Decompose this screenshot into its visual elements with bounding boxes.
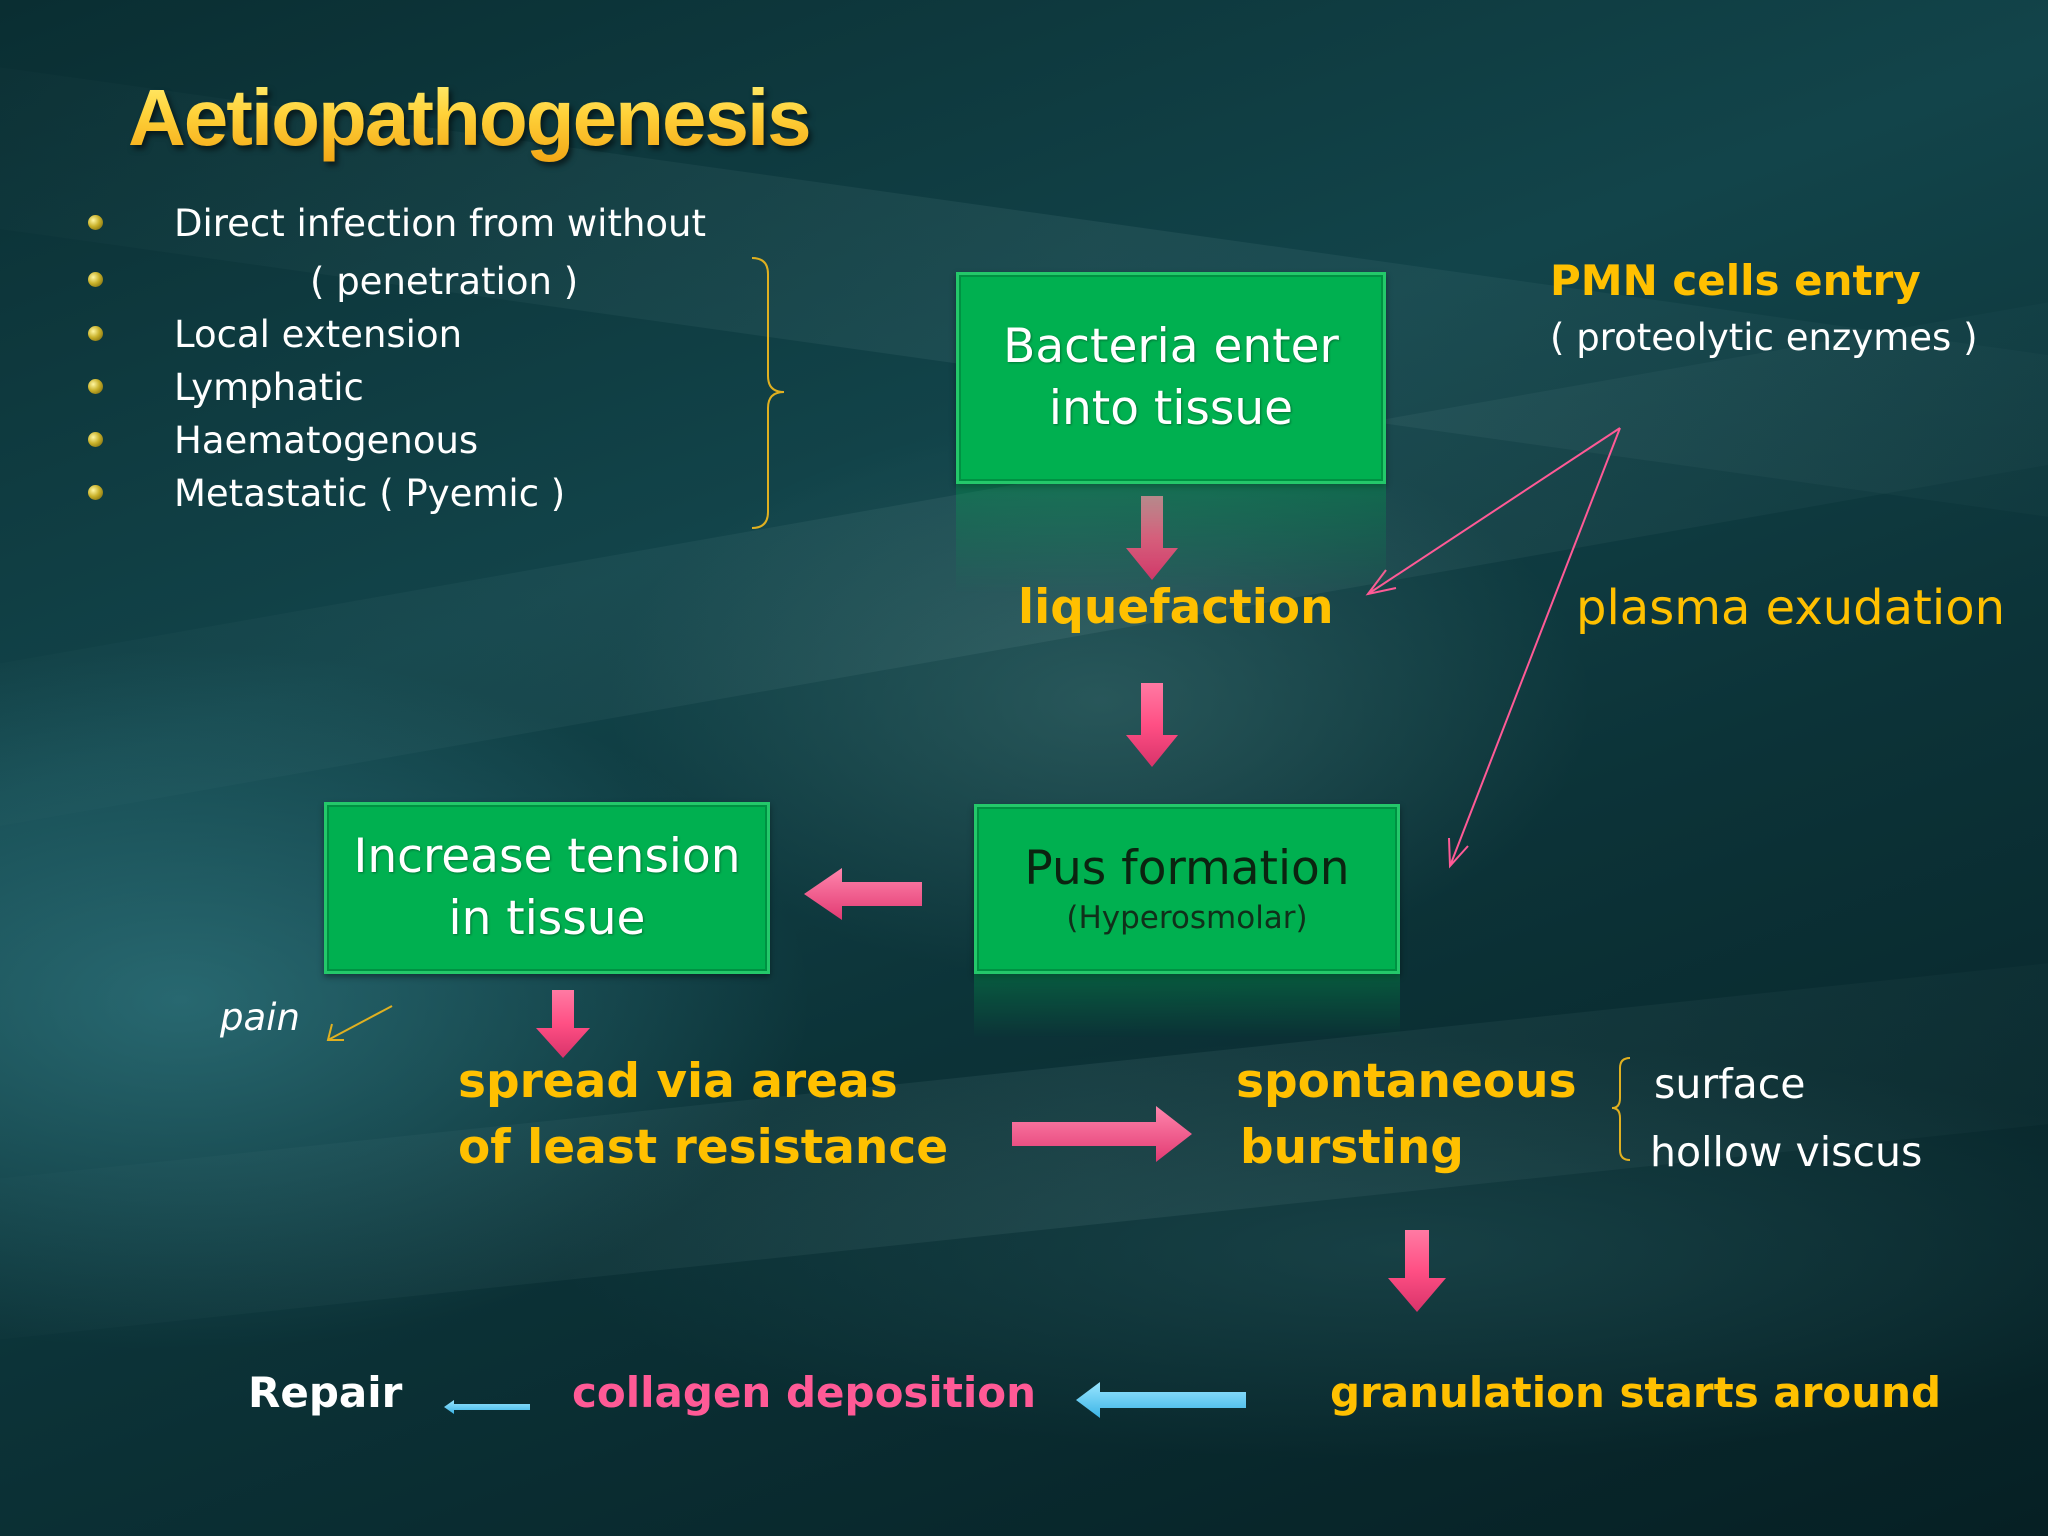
bullet-icon	[88, 272, 103, 287]
label-plasma-exudation: plasma exudation	[1576, 580, 2005, 636]
pain-arrow-line	[327, 1005, 393, 1041]
box-pus-reflection	[974, 974, 1400, 1038]
cause-bracket	[751, 257, 785, 529]
reflection-fill	[974, 974, 1400, 1038]
bullet-icon	[88, 326, 103, 341]
label-burst-hollow-viscus: hollow viscus	[1650, 1128, 1923, 1176]
reflection-inner	[956, 484, 1386, 594]
label-burst-surface: surface	[1654, 1060, 1806, 1108]
cause-item: Direct infection from without	[174, 202, 707, 245]
cause-item: Lymphatic	[174, 366, 364, 409]
label-bursting: bursting	[1240, 1120, 1464, 1175]
pmn-line-to-liquefaction	[1367, 427, 1621, 595]
box-bacteria-line2: into tissue	[1048, 381, 1294, 436]
pain-arrowhead	[326, 1023, 344, 1041]
cause-item: ( penetration )	[310, 260, 579, 303]
cause-item: Metastatic ( Pyemic )	[174, 472, 566, 515]
arrow-left-pus-tension	[804, 868, 922, 920]
slide-title: Aetiopathogenesis	[128, 73, 812, 162]
label-pmn-cells-entry: PMN cells entry	[1550, 256, 1921, 305]
arrow-right-spread-bursting	[1012, 1106, 1192, 1162]
box-bacteria-enter: Bacteria enter into tissue	[956, 272, 1386, 484]
arrow-down-tension-spread	[536, 990, 590, 1058]
box-increase-tension: Increase tension in tissue	[324, 802, 770, 974]
box-bacteria-line1: Bacteria enter	[1003, 319, 1339, 374]
label-spread-line1: spread via areas	[458, 1054, 898, 1109]
label-collagen-deposition: collagen deposition	[572, 1368, 1037, 1417]
arrow-left-granulation-collagen	[1076, 1382, 1246, 1418]
label-spread-line2: of least resistance	[458, 1120, 949, 1175]
label-liquefaction: liquefaction	[1018, 580, 1334, 635]
label-granulation: granulation starts around	[1330, 1368, 1942, 1417]
arrow-down-bursting-granulation	[1388, 1230, 1446, 1312]
box-pus-formation: Pus formation (Hyperosmolar)	[974, 804, 1400, 974]
box-tension-line1: Increase tension	[353, 829, 741, 884]
pmn-arrowhead-pus	[1448, 837, 1469, 869]
bullet-icon	[88, 215, 103, 230]
box-pus-line2: (Hyperosmolar)	[1066, 900, 1308, 936]
pmn-line-to-pus	[1449, 427, 1621, 867]
label-proteolytic-enzymes: ( proteolytic enzymes )	[1550, 316, 1978, 359]
cause-item: Haematogenous	[174, 419, 479, 462]
bullet-icon	[88, 432, 103, 447]
arrow-down-liquefaction-pus	[1126, 683, 1178, 767]
reflection-fill	[956, 484, 1386, 594]
burst-bracket	[1611, 1057, 1631, 1161]
arrow-left-collagen-repair	[444, 1400, 530, 1414]
bullet-icon	[88, 485, 103, 500]
box-tension-line2: in tissue	[448, 891, 646, 946]
cause-item: Local extension	[174, 313, 463, 356]
label-spontaneous: spontaneous	[1236, 1054, 1577, 1109]
label-pain: pain	[220, 996, 300, 1039]
box-pus-line1: Pus formation	[1024, 841, 1350, 896]
bullet-icon	[88, 379, 103, 394]
pmn-arrowhead-liquefaction	[1365, 569, 1397, 596]
reflection-inner	[974, 974, 1400, 1038]
label-repair: Repair	[248, 1368, 403, 1417]
box-bacteria-reflection	[956, 484, 1386, 594]
arrow-down-bacteria-liquefaction	[1126, 496, 1178, 580]
